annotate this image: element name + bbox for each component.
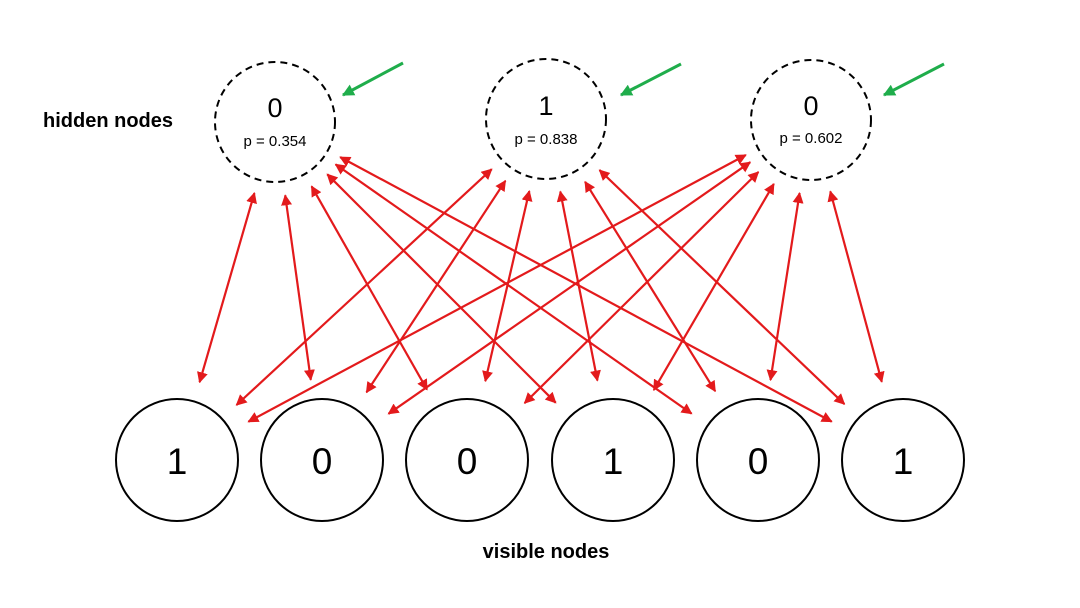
edge-h2-v6 <box>598 169 846 405</box>
visible-node-4: 1 <box>551 398 675 522</box>
visible-node-6: 1 <box>841 398 965 522</box>
edge-h2-v2 <box>365 179 507 394</box>
visible-node-value: 0 <box>457 441 478 482</box>
hidden-node-value: 1 <box>538 91 553 121</box>
visible-node-value: 0 <box>312 441 333 482</box>
hidden-node-value: 0 <box>803 91 818 121</box>
visible-node-value: 1 <box>893 441 914 482</box>
edge-h3-v5 <box>766 192 804 382</box>
visible-node-value: 1 <box>167 441 188 482</box>
visible-node-circle <box>260 398 384 522</box>
edge-h3-v6 <box>827 190 885 383</box>
visible-node-circle <box>696 398 820 522</box>
visible-node-circle <box>551 398 675 522</box>
edge-h2-v4 <box>556 190 601 382</box>
hidden-node-3: 0 p = 0.602 <box>750 59 872 181</box>
visible-node-2: 0 <box>260 398 384 522</box>
edge-h2-v5 <box>584 180 717 393</box>
hidden-layer-label: hidden nodes <box>43 110 173 132</box>
edge-h3-v2 <box>387 161 752 415</box>
visible-node-5: 0 <box>696 398 820 522</box>
indicator-arrow-2 <box>619 62 682 97</box>
visible-node-3: 0 <box>405 398 529 522</box>
indicator-arrow-3 <box>882 62 945 97</box>
hidden-node-value: 0 <box>267 93 282 123</box>
hidden-node-probability: p = 0.838 <box>515 131 578 148</box>
edge-h1-v5 <box>334 163 693 415</box>
visible-node-circle <box>115 398 239 522</box>
hidden-node-1: 0 p = 0.354 <box>214 61 336 183</box>
visible-node-value: 1 <box>603 441 624 482</box>
hidden-node-2: 1 p = 0.838 <box>485 58 607 180</box>
edge-h2-v3 <box>482 190 533 383</box>
hidden-node-circle <box>485 58 607 180</box>
edge-h1-v6 <box>339 156 833 423</box>
hidden-node-circle <box>214 61 336 183</box>
edge-h1-v1 <box>197 192 257 384</box>
indicator-arrows <box>341 61 945 97</box>
edge-h1-v2 <box>281 194 315 381</box>
indicator-arrow-1 <box>341 61 404 97</box>
visible-layer-label: visible nodes <box>483 541 610 563</box>
hidden-node-probability: p = 0.354 <box>244 133 307 150</box>
connection-edges <box>197 154 885 423</box>
visible-node-1: 1 <box>115 398 239 522</box>
visible-node-value: 0 <box>748 441 769 482</box>
hidden-node-circle <box>750 59 872 181</box>
visible-node-circle <box>841 398 965 522</box>
visible-node-circle <box>405 398 529 522</box>
hidden-node-probability: p = 0.602 <box>780 130 843 147</box>
edge-h3-v4 <box>652 182 775 391</box>
